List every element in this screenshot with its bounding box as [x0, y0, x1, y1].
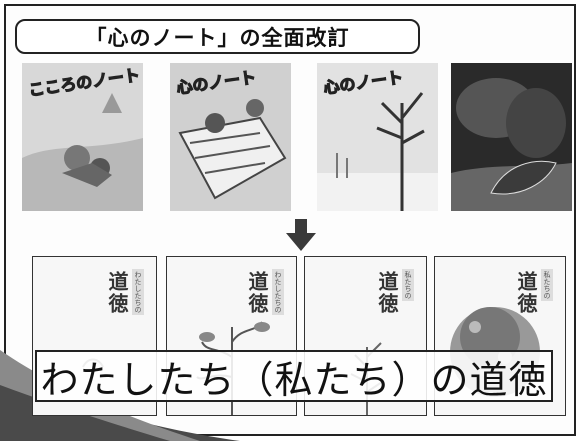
old-cover-3: 心のノート: [317, 63, 438, 211]
old-cover-2: 心のノート: [170, 63, 291, 211]
new-cover-1-subtitle: わたしたちの: [132, 269, 144, 315]
new-cover-2-title: 道徳: [245, 271, 269, 315]
textbook-title-banner: わたしたち（私たち）の道徳: [35, 350, 553, 402]
new-cover-2-subtitle: わたしたちの: [272, 269, 284, 315]
new-cover-3-title: 道徳: [375, 271, 399, 315]
down-arrow-icon: [286, 219, 316, 251]
old-cover-2-illustration: [170, 63, 291, 211]
new-cover-3-subtitle: 私たちの: [402, 269, 414, 301]
page-title: 「心のノート」の全面改訂: [15, 19, 420, 54]
old-cover-1-illustration: [22, 63, 143, 211]
old-cover-3-illustration: [317, 63, 438, 211]
old-cover-4: [451, 63, 572, 211]
new-cover-4-subtitle: 私たちの: [541, 269, 553, 301]
new-cover-4-title: 道徳: [514, 271, 538, 315]
new-cover-1-title: 道徳: [105, 271, 129, 315]
old-cover-4-illustration: [451, 63, 572, 211]
old-cover-1: こころのノート: [22, 63, 143, 211]
